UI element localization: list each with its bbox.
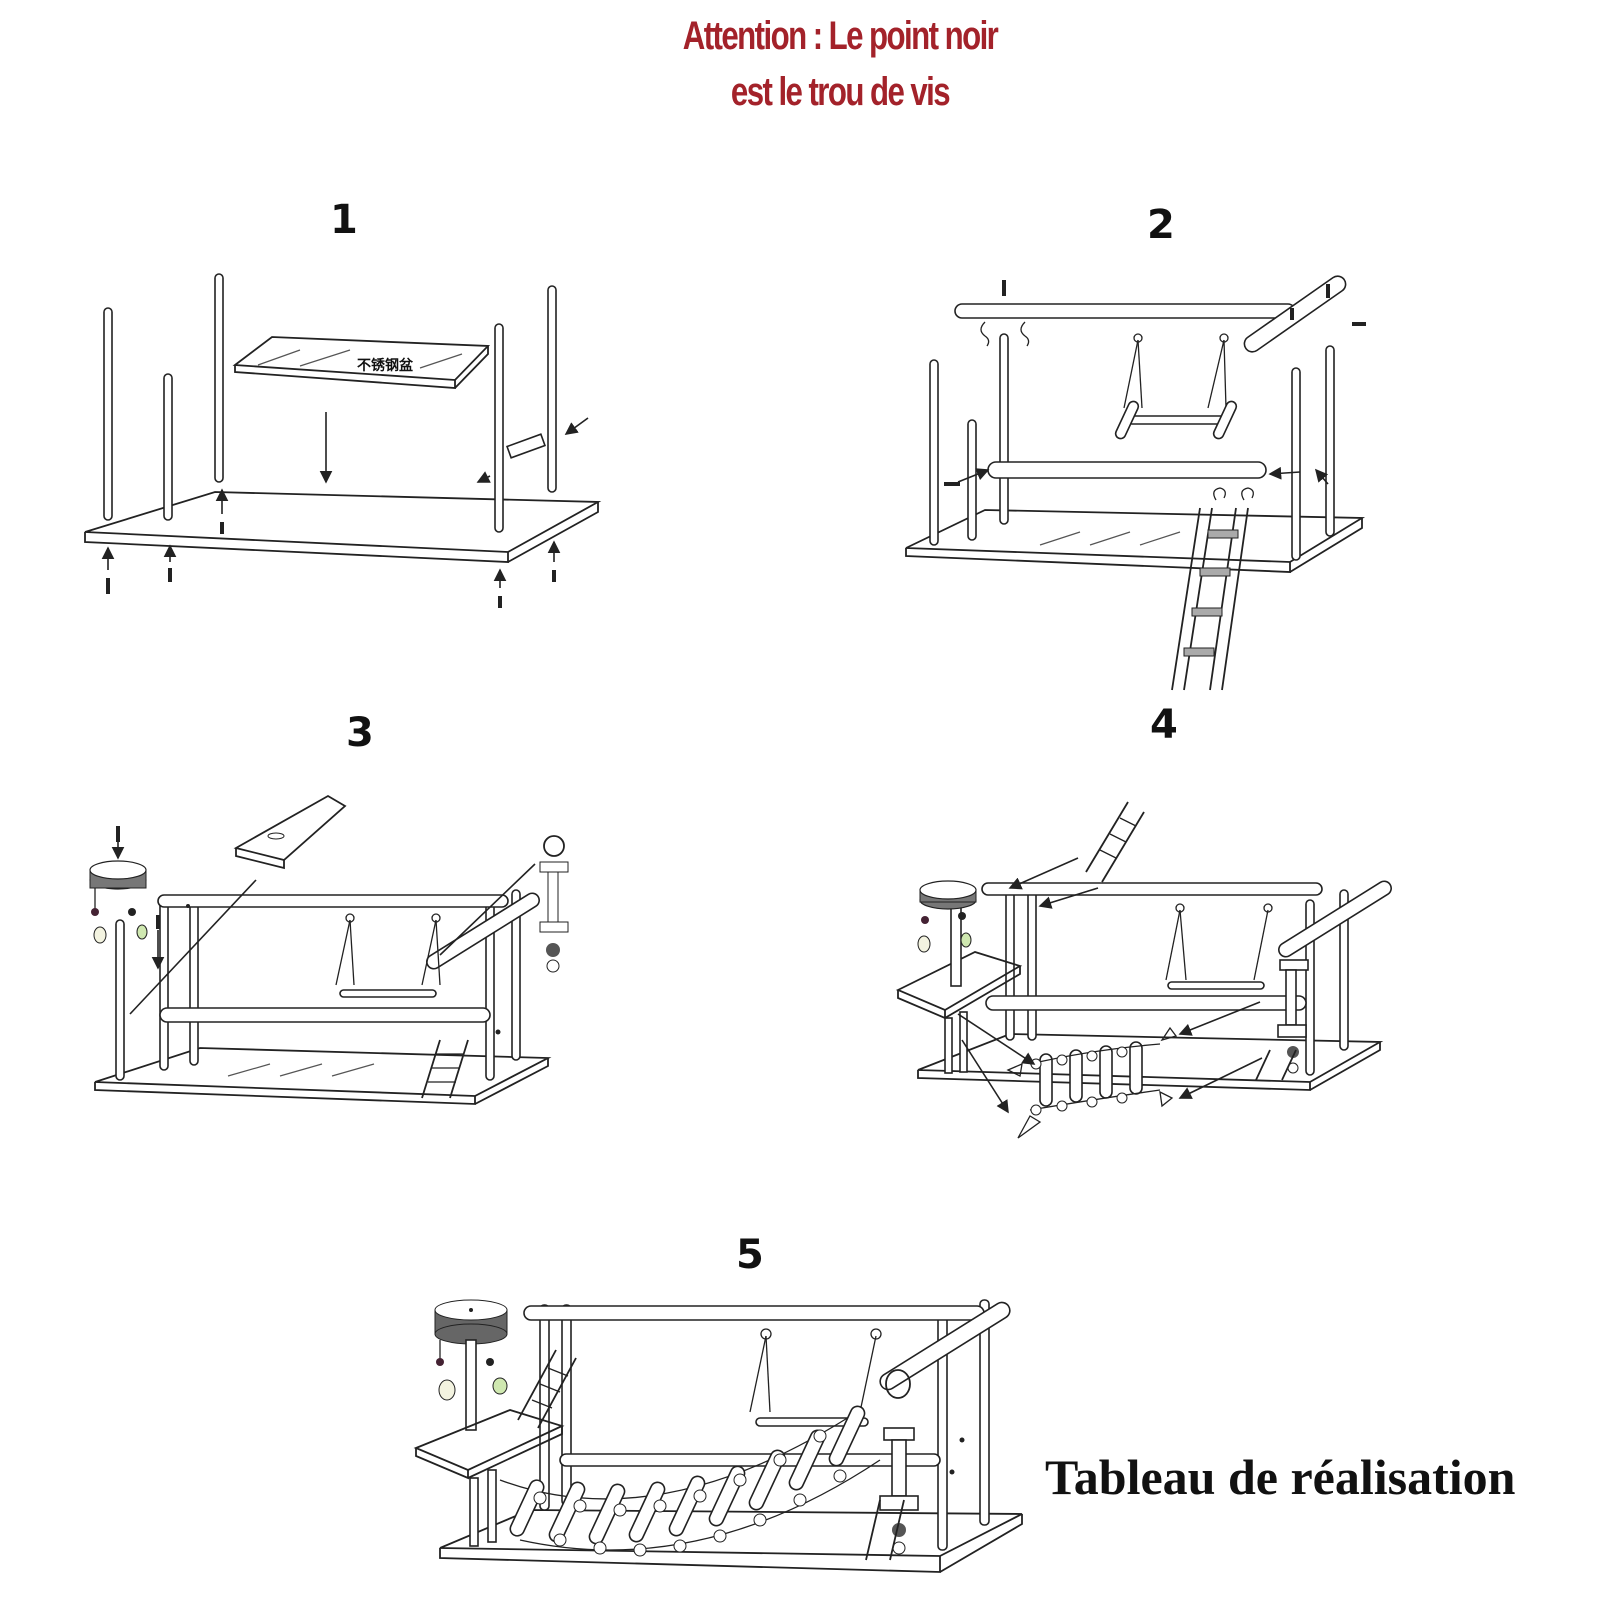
step-5-bridge: [499, 1405, 881, 1557]
step-2-top-perch: [954, 303, 1296, 319]
step-4-number: 4: [1150, 702, 1178, 748]
step-5-ladder: [517, 1349, 577, 1429]
step-5-number: 5: [736, 1232, 764, 1278]
step-5-bell-toy: [434, 1299, 508, 1431]
step-3-illustration: [89, 794, 569, 1105]
step-2-middle-perch: [987, 461, 1267, 479]
step-1-pole: [163, 373, 173, 521]
footer-title: Tableau de réalisation: [1045, 1449, 1516, 1505]
step-4-illustration: [895, 801, 1392, 1139]
step-1-pole: [494, 323, 504, 533]
step-4-ladder: [1085, 801, 1145, 883]
step-5-platform: [413, 1409, 565, 1547]
step-5-top-perch: [523, 1305, 985, 1321]
step-3-hanging-toy: [539, 835, 569, 973]
step-2-illustration: [905, 275, 1366, 691]
step-1-number: 1: [330, 197, 358, 243]
step-2-swing: [1114, 333, 1238, 440]
step-1-base-frame: [84, 491, 602, 563]
attention-note: Attention : Le point noir est le trou de…: [185, 8, 1495, 120]
step-2-number: 2: [1147, 202, 1175, 248]
step-3-bell-toy: [89, 826, 148, 944]
step-1-tray: 不锈钢盆: [232, 336, 491, 389]
step-1-pole: [547, 285, 557, 493]
step-2-diagonal-perch: [1243, 275, 1347, 353]
step-5-illustration: [413, 1299, 1023, 1573]
step-1-tray-label: 不锈钢盆: [357, 357, 414, 374]
step-1-pole: [214, 273, 224, 483]
step-2-ladder: [1171, 487, 1254, 691]
step-4-platform: [895, 905, 1023, 1074]
step-1-pole: [103, 307, 113, 521]
attention-line-2: est le trou de vis: [730, 70, 951, 114]
step-2-screws: [944, 280, 1366, 486]
step-1-screws: [101, 488, 561, 608]
step-1-bracket: [506, 433, 546, 459]
step-3-number: 3: [346, 710, 374, 756]
step-3-platform: [233, 794, 347, 870]
step-4-bridge: [1006, 1026, 1178, 1139]
attention-line-1: Attention : Le point noir: [682, 14, 999, 58]
step-1-illustration: 不锈钢盆: [84, 273, 602, 608]
